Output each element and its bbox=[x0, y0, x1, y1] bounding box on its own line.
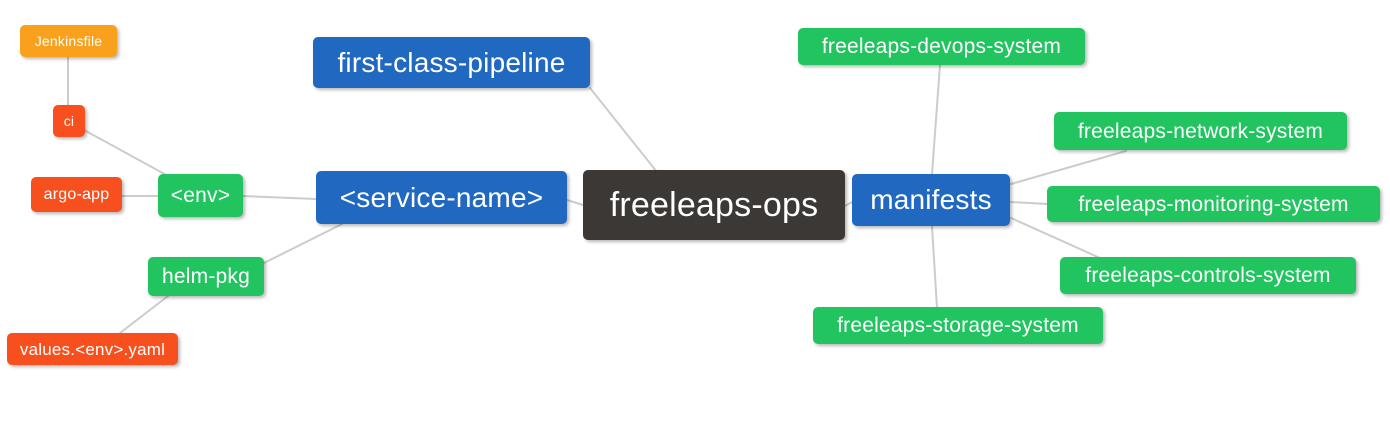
node-devops-system[interactable]: freeleaps-devops-system bbox=[798, 28, 1085, 65]
node-helm-pkg[interactable]: helm-pkg bbox=[148, 257, 264, 296]
edge-manifests-controls-system bbox=[1010, 217, 1101, 259]
node-monitoring-system[interactable]: freeleaps-monitoring-system bbox=[1047, 186, 1380, 222]
edge-ci-env bbox=[83, 129, 171, 178]
edge-env-service-name bbox=[242, 195, 317, 200]
edge-freeleaps-ops-manifests bbox=[844, 201, 853, 207]
edge-manifests-devops-system bbox=[931, 64, 941, 175]
edge-first-class-pipeline-freeleaps-ops bbox=[589, 87, 658, 173]
node-values-env-yaml[interactable]: values.<env>.yaml bbox=[7, 333, 178, 365]
edge-manifests-storage-system bbox=[931, 225, 938, 309]
node-ci[interactable]: ci bbox=[53, 105, 85, 137]
edge-service-name-freeleaps-ops bbox=[566, 199, 584, 206]
node-env[interactable]: <env> bbox=[158, 174, 243, 217]
node-argo-app[interactable]: argo-app bbox=[31, 177, 122, 212]
node-freeleaps-ops[interactable]: freeleaps-ops bbox=[583, 170, 845, 240]
node-network-system[interactable]: freeleaps-network-system bbox=[1054, 112, 1347, 150]
node-storage-system[interactable]: freeleaps-storage-system bbox=[813, 307, 1103, 344]
edge-manifests-monitoring-system bbox=[1010, 201, 1048, 205]
node-jenkinsfile[interactable]: Jenkinsfile bbox=[20, 25, 117, 57]
edge-manifests-network-system bbox=[1010, 150, 1127, 185]
node-manifests[interactable]: manifests bbox=[852, 174, 1010, 226]
node-first-class-pipeline[interactable]: first-class-pipeline bbox=[313, 37, 590, 88]
edge-values-env-yaml-helm-pkg bbox=[119, 295, 169, 334]
node-controls-system[interactable]: freeleaps-controls-system bbox=[1060, 257, 1356, 294]
node-service-name[interactable]: <service-name> bbox=[316, 171, 567, 224]
edge-helm-pkg-service-name bbox=[263, 223, 343, 264]
